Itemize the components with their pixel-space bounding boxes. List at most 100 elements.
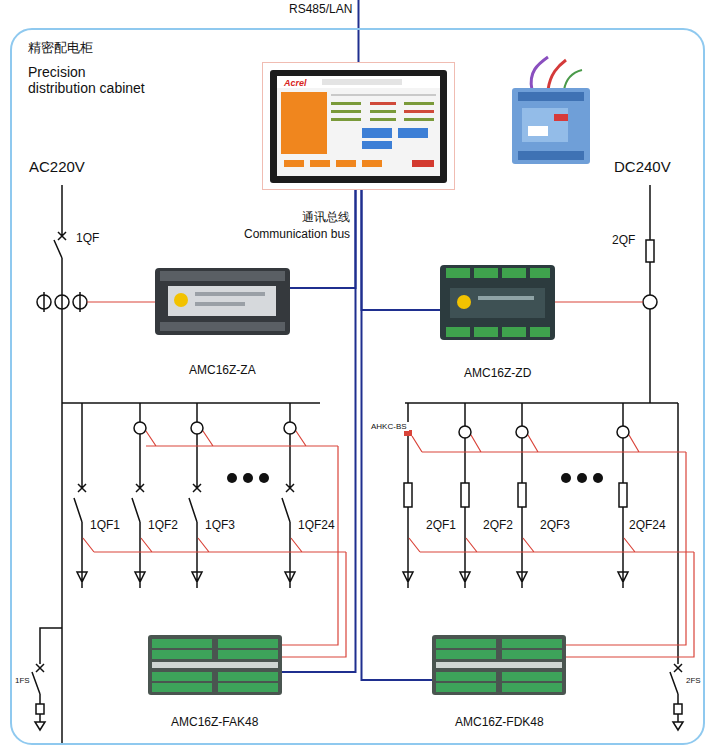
ac-circuit [55,295,69,309]
signal-wires [83,302,694,657]
bus-connector [362,190,433,680]
meter-module: AMC16Z-ZA [155,268,290,335]
voltage-label: DC240V [612,158,673,175]
za-module [195,292,265,296]
dc-circuit [649,262,651,403]
ac-circuit [32,185,320,745]
power-module [512,88,590,164]
signal-wires [83,538,346,552]
fak48-module [218,683,278,692]
ac-circuit [191,422,203,434]
spd-label: 2FS [684,676,703,685]
ellipsis-dots [243,473,253,483]
zd-module [502,327,526,337]
fak48-module [218,672,278,681]
dc-circuit [461,483,469,507]
zd-module [474,327,498,337]
breaker-label: 1QF24 [296,519,337,533]
touch-screen [362,160,382,167]
fuse-label: 2QF3 [538,519,572,533]
voltage-label: AC220V [27,158,87,175]
touch-screen [310,160,330,167]
fdk48-module [436,650,496,659]
dc-circuit [460,403,470,588]
ac-circuit [62,402,320,404]
power-module [548,60,566,90]
fak48-module [148,635,282,695]
dc-circuit [619,483,627,507]
fuse-label: 2QF1 [424,519,458,533]
fak48-module [152,672,212,681]
fuse-label: 2QF [610,234,637,248]
spd-label: 1FS [13,676,32,685]
touch-screen [277,76,440,176]
device-label: AMC16Z-ZD [464,366,531,380]
power-module [518,151,584,160]
breaker-label: 1QF [74,232,101,246]
network-line [358,0,360,62]
touch-screen [362,128,392,138]
touch-screen [412,160,434,167]
za-module [160,271,285,281]
zd-module [446,327,470,337]
fak48-module [218,650,278,659]
bus-label: Communication bus [242,228,352,242]
device-label: AMC16Z-ZA [189,363,256,377]
breaker-label: 1QF3 [203,519,237,533]
dc-circuit [459,426,471,438]
logo-text: Acrel [283,78,308,88]
power-module [528,126,548,136]
bus-label: 通讯总线 [300,211,352,225]
touch-screen [270,70,447,183]
bus-label: RS485/LAN [287,3,354,17]
dc-circuit [643,295,657,309]
ac-circuit [282,403,295,588]
fak48-module [152,639,212,648]
ellipsis-dots [227,473,603,483]
zd-module [478,296,534,300]
dc-circuit [517,403,527,588]
power-module [531,57,548,90]
signal-wires [555,301,643,302]
touch-screen [281,92,327,154]
device-label: AMC16Z-FDK48 [455,715,544,729]
touch-screen [331,102,361,105]
touch-screen [398,128,428,138]
dc-circuit [649,185,651,240]
bus-connector [362,190,441,310]
touch-screen [370,110,396,113]
fdk48-module [432,635,566,695]
fak48-module [152,683,212,692]
ellipsis-dots [561,473,571,483]
dc-circuit [674,704,682,714]
fdk48-module [502,683,562,692]
touch-screen [404,102,434,105]
ellipsis-dots [577,473,587,483]
za-module [168,286,276,316]
ellipsis-dots [259,473,269,483]
zd-module [440,265,555,340]
fdk48-module [436,683,496,692]
za-module [155,268,290,335]
signal-wires [409,538,694,552]
ac-circuit [36,704,44,714]
touch-screen [331,118,361,121]
ellipsis-dots [593,473,603,483]
ellipsis-dots [227,473,237,483]
dc-circuit [617,426,629,438]
breaker-label: 1QF1 [88,519,122,533]
ac-circuit [134,422,146,434]
touch-screen [370,102,396,105]
touch-screen [277,76,440,88]
ac-circuit [32,628,62,704]
dc-circuit [403,185,683,730]
hmi-screen: Acrel [262,62,455,190]
za-module [155,268,290,335]
zd-module [457,295,471,309]
dc-circuit [516,426,528,438]
ac-circuit [189,403,202,588]
dc-circuit [670,403,682,704]
fdk48-module [432,635,566,695]
fdk48-module [502,650,562,659]
ac-circuit [74,403,87,588]
